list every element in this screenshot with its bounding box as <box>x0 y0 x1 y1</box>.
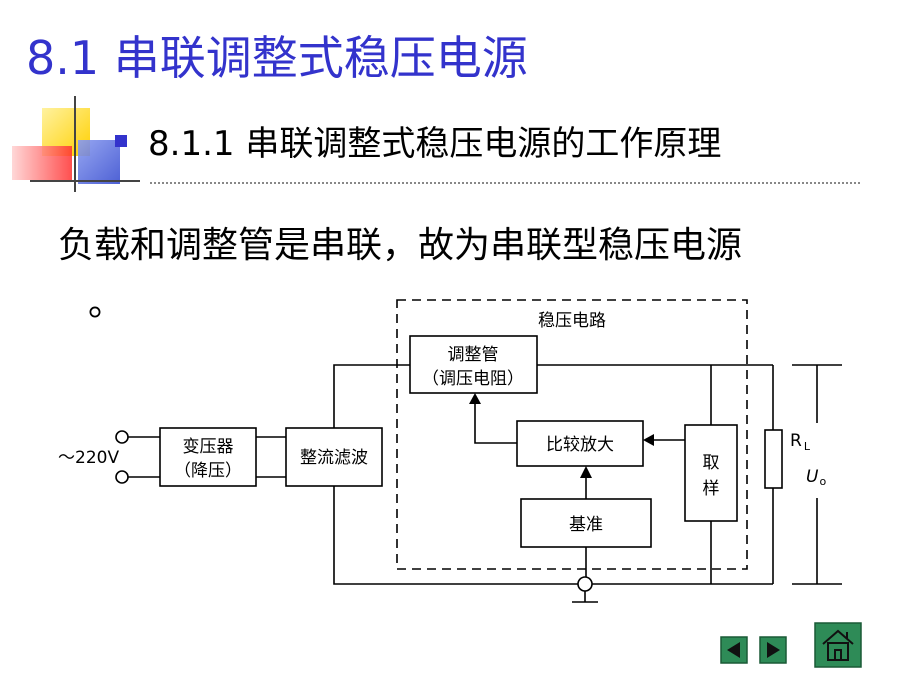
adjust-tube-label-2: （调压电阻） <box>422 369 524 389</box>
prev-triangle-icon <box>727 642 740 658</box>
arrow-to-comparator <box>643 434 654 446</box>
regulator-boundary <box>396 299 748 570</box>
comparator-label: 比较放大 <box>546 435 614 455</box>
decor-red-square <box>12 146 72 180</box>
prev-button[interactable] <box>720 636 748 664</box>
arrow-reference-to-comparator <box>580 466 592 478</box>
input-voltage-label: ～220V <box>58 448 119 468</box>
regulator-label: 稳压电路 <box>538 311 606 331</box>
next-triangle-icon <box>767 642 780 658</box>
body-text-line1: 负载和调整管是串联，故为串联型稳压电源 <box>58 225 743 266</box>
input-terminal-bottom <box>115 470 129 484</box>
page-title: 8.1 串联调整式稳压电源 <box>26 31 528 85</box>
transformer-label-1: 变压器 <box>183 437 234 457</box>
body-text-line2: 。 <box>88 283 125 324</box>
adjust-tube-label-1: 调整管 <box>448 345 499 365</box>
decor-vertical-line <box>74 96 76 192</box>
transformer-box <box>159 427 257 487</box>
sampling-label-1: 取 <box>703 453 720 473</box>
input-terminal-top <box>115 430 129 444</box>
arrow-to-adjust-tube <box>469 393 481 404</box>
rectifier-label: 整流滤波 <box>300 448 368 468</box>
load-resistor <box>764 429 783 489</box>
ground-node <box>577 576 593 592</box>
home-button[interactable] <box>814 622 862 668</box>
decor-blue-square <box>78 140 120 184</box>
output-voltage-label: Uo <box>806 467 826 488</box>
reference-label: 基准 <box>569 515 603 535</box>
section-subtitle: 8.1.1 串联调整式稳压电源的工作原理 <box>148 124 722 164</box>
divider <box>150 182 860 184</box>
sampling-box <box>684 424 738 522</box>
bullet-square-icon <box>115 135 127 147</box>
home-icon <box>822 629 854 661</box>
transformer-label-2: （降压） <box>174 461 242 481</box>
sampling-label-2: 样 <box>703 479 720 499</box>
next-button[interactable] <box>759 636 787 664</box>
decor-horizontal-line <box>30 180 140 182</box>
